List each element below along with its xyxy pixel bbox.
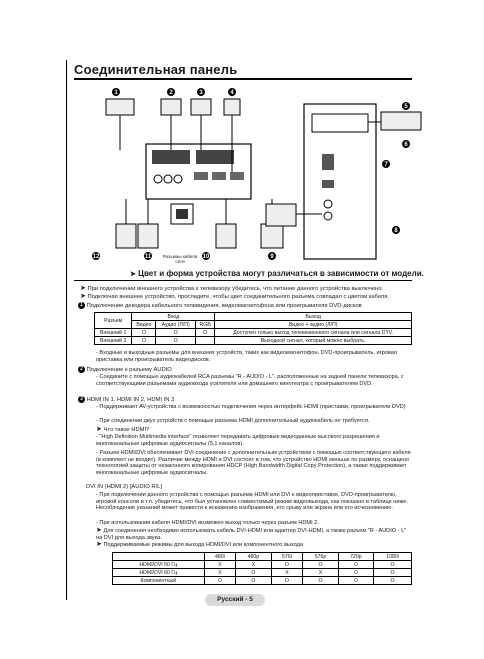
callout-6: 6 bbox=[404, 142, 408, 148]
left-rule bbox=[66, 60, 67, 600]
callout-10: 10 bbox=[203, 254, 210, 260]
subheader-audio: Аудио (Л/П) bbox=[155, 320, 196, 329]
table-row: HDMI/DVI 50 Гц X X O O O O bbox=[112, 560, 412, 569]
callout-11: 11 bbox=[145, 254, 152, 260]
note-1: ➤ При подключении внешнего устройства к … bbox=[80, 285, 384, 292]
note-2: ➤ Подключая внешнее устройство, проследи… bbox=[80, 293, 390, 300]
callout-2: 2 bbox=[169, 90, 173, 96]
table-row: Компонентный O O O O O O bbox=[112, 576, 412, 585]
section-3-note-2: ➤ Поддерживаемые режимы для выхода HDMI/… bbox=[96, 541, 304, 548]
connector-table: Разъем Вход Выход Видео Аудио (Л/П) RGB … bbox=[93, 312, 412, 345]
arrow-icon: ➤ bbox=[130, 271, 136, 278]
section-3-bullet-5: - При подключении данного устройства с п… bbox=[96, 492, 408, 512]
table-row: Внешний 1 O O O Доступен только выход те… bbox=[93, 328, 412, 337]
arrow-icon: ➤ bbox=[80, 285, 86, 292]
section-3-bullet-6: - При использовании кабеля HDMI/DVI возм… bbox=[96, 520, 319, 526]
subheader-video-audio: Видео + аудио (Л/П) bbox=[214, 320, 412, 329]
arrow-icon: ➤ bbox=[80, 293, 86, 300]
section-3-note-1: ➤ Для соединения необходимо использовать… bbox=[96, 527, 407, 541]
table-row: HDMI/DVI 60 Гц X O X X O O bbox=[112, 568, 412, 577]
hdmi-question: ➤ Что такое HDMI? bbox=[96, 426, 150, 433]
header-razem: Разъем bbox=[93, 312, 133, 329]
section-1-bullet: - Входные и выходные разъемы для внешних… bbox=[96, 350, 397, 363]
subheader-video: Видео bbox=[131, 320, 157, 329]
diagram-caption: ➤ Цвет и форма устройства могут различат… bbox=[130, 269, 424, 278]
callout-9: 9 bbox=[270, 254, 274, 260]
arrow-icon: ➤ bbox=[96, 527, 102, 534]
title-rule bbox=[74, 78, 412, 80]
section-2-heading: 2 Подключение к разъему AUDIO bbox=[78, 366, 172, 374]
caption-rule bbox=[74, 280, 412, 281]
arrow-icon: ➤ bbox=[96, 426, 102, 433]
page-title: Соединительная панель bbox=[74, 62, 238, 77]
callout-4: 4 bbox=[230, 90, 234, 96]
connection-panel-diagram: 1 2 3 4 5 6 7 8 9 10 11 12 bbox=[92, 88, 422, 260]
section-3-heading: 3 HDMI IN 1, HDMI IN 2, HDMI IN 3 bbox=[78, 396, 174, 404]
section-2-bullet: - Соедините с помощью аудиокабелей RCA р… bbox=[96, 374, 404, 387]
dvi-subheading: DVI IN (HDMI 2) [AUDIO R/L] bbox=[86, 484, 163, 490]
section-2-number: 2 bbox=[78, 366, 85, 373]
cable-note: Разъемы кабеля сети bbox=[162, 254, 198, 264]
header-vyhod: Выход bbox=[214, 312, 412, 321]
modes-table: 480i 480p 576i 576p 720p 1080i HDMI/DVI … bbox=[112, 552, 412, 585]
table-row: Внешний 2 O O Выходной сигнал, который м… bbox=[93, 336, 412, 345]
section-1-number: 1 bbox=[78, 302, 85, 309]
callout-1: 1 bbox=[114, 90, 118, 96]
section-3-bullet-4: - Разъем HDMI/DVI обеспечивает DVI-соеди… bbox=[96, 450, 411, 476]
arrow-icon: ➤ bbox=[96, 541, 102, 548]
callout-3: 3 bbox=[199, 90, 203, 96]
section-1-heading: 1 Подключение декодера кабельного телеви… bbox=[78, 302, 362, 310]
section-3-bullet-2: - При соединении двух устройств с помощь… bbox=[96, 418, 370, 424]
callout-7: 7 bbox=[384, 162, 388, 168]
subheader-rgb: RGB bbox=[194, 320, 216, 329]
table-header-row: 480i 480p 576i 576p 720p 1080i bbox=[112, 552, 412, 561]
page-footer: Русский - 5 bbox=[205, 594, 265, 606]
section-3-number: 3 bbox=[78, 396, 85, 403]
section-3-bullet-3: - "High Definition Multimedia interface"… bbox=[96, 434, 380, 447]
callout-5: 5 bbox=[404, 104, 408, 110]
header-vhod: Вход bbox=[131, 312, 216, 321]
callout-8: 8 bbox=[394, 228, 398, 234]
callout-12: 12 bbox=[93, 254, 100, 260]
section-3-bullet-1: - Поддерживает AV-устройства с возможнос… bbox=[96, 404, 406, 410]
